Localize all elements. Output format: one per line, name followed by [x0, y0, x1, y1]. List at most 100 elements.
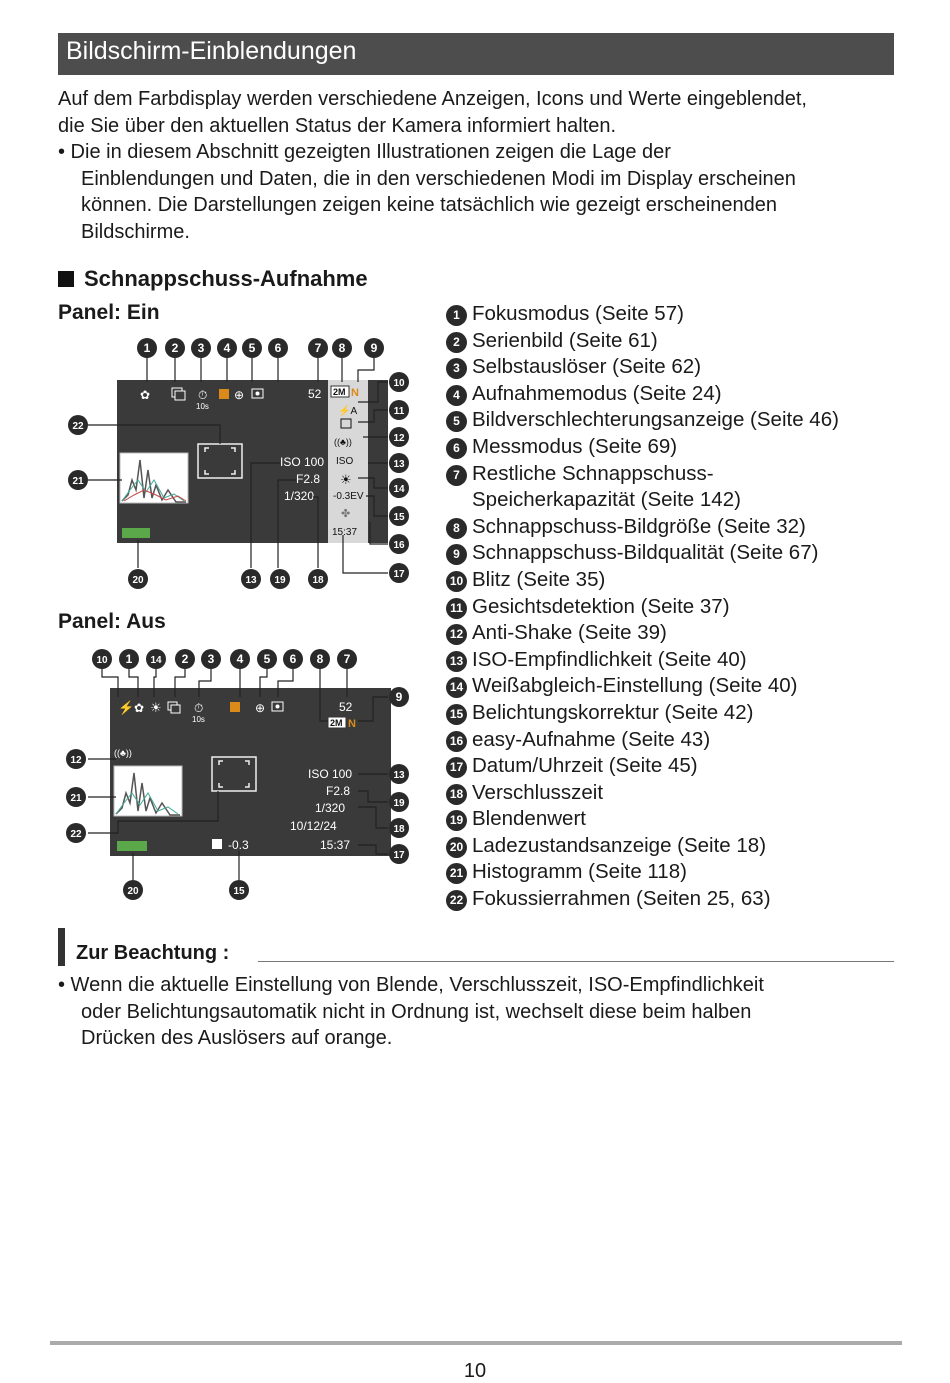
svg-text:7: 7 [344, 652, 351, 666]
section-header: Bildschirm-Einblendungen [58, 33, 894, 75]
legend-item-continuation: Speicherkapazität (Seite 142) [472, 488, 741, 512]
legend-text: Blitz (Seite 35) [472, 567, 606, 591]
white-balance-icon: ☀ [340, 472, 352, 487]
svg-text:19: 19 [393, 798, 405, 809]
number-badge-icon: 3 [446, 358, 467, 380]
number-badge-icon: 17 [446, 757, 467, 779]
number-badge-icon: 11 [446, 597, 467, 619]
focus-frame [211, 756, 257, 792]
legend-text: Serienbild (Seite 61) [472, 328, 658, 352]
self-timer-icon: ⏱ [198, 388, 207, 402]
note-line: oder Belichtungsautomatik nicht in Ordnu… [81, 1000, 752, 1023]
svg-text:11: 11 [394, 406, 405, 417]
flash-icon: ⚡ [118, 700, 134, 716]
time-value: 15:37 [320, 838, 350, 852]
number-badge-icon: 12 [446, 624, 467, 646]
svg-text:22: 22 [72, 421, 84, 432]
svg-text:12: 12 [70, 755, 82, 766]
svg-text:13: 13 [393, 459, 405, 470]
svg-text:2: 2 [172, 341, 179, 355]
legend-text: Gesichtsdetektion (Seite 37) [472, 594, 730, 618]
metering-icon [271, 701, 284, 712]
legend-text: Datum/Uhrzeit (Seite 45) [472, 754, 698, 778]
anti-shake-icon: ((♣)) [334, 437, 352, 447]
recording-mode-icon [219, 389, 229, 399]
white-balance-icon: ☀ [150, 700, 162, 715]
legend-text: Schnappschuss-Bildgröße (Seite 32) [472, 514, 806, 538]
battery-icon [122, 528, 150, 538]
svg-text:8: 8 [317, 652, 324, 666]
time-value: 15:37 [332, 527, 357, 538]
svg-text:5: 5 [249, 341, 256, 355]
legend-text: Fokusmodus (Seite 57) [472, 302, 684, 325]
number-badge-icon: 16 [446, 730, 467, 752]
svg-text:20: 20 [127, 886, 139, 897]
svg-text:13: 13 [245, 575, 257, 586]
number-badge-icon: 21 [446, 863, 467, 885]
ev-value: -0.3EV [333, 491, 364, 502]
image-quality-icon: N [348, 718, 356, 730]
svg-text:6: 6 [290, 652, 297, 666]
note-divider [258, 961, 894, 962]
svg-text:19: 19 [274, 575, 286, 586]
legend-text: Selbstauslöser (Seite 62) [472, 355, 702, 379]
number-badge-icon: 4 [446, 384, 467, 406]
continuous-shot-icon [174, 390, 186, 401]
panel-off-title: Panel: Aus [58, 610, 166, 633]
svg-text:20: 20 [132, 575, 144, 586]
number-badge-icon: 15 [446, 703, 467, 725]
iso-value: ISO 100 [308, 767, 352, 781]
aperture-value: F2.8 [296, 472, 320, 486]
legend-text: Fokussierrahmen (Seiten 25, 63) [472, 887, 771, 911]
svg-text:2: 2 [182, 652, 189, 666]
intro-line: die Sie über den aktuellen Status der Ka… [58, 114, 617, 137]
svg-text:10: 10 [393, 378, 405, 389]
number-badge-icon: 10 [446, 570, 467, 592]
svg-text:9: 9 [396, 690, 403, 704]
legend-text: Aufnahmemodus (Seite 24) [472, 381, 722, 405]
metering-icon [251, 388, 264, 399]
intro-line: Einblendungen und Daten, die in den vers… [81, 167, 796, 190]
legend-text: Schnappschuss-Bildqualität (Seite 67) [472, 541, 819, 565]
svg-text:6: 6 [275, 341, 282, 355]
iso-icon: ISO [336, 456, 353, 467]
number-badge-icon: 5 [446, 411, 467, 433]
svg-text:13: 13 [393, 770, 405, 781]
panel-on-diagram: ✿ ⏱ 10s ⊕ 52 2M N ⚡A ((♣)) ISO ☀ -0.3EV … [68, 338, 409, 589]
page-title: Bildschirm-Einblendungen [66, 37, 357, 65]
remaining-shots: 52 [339, 700, 353, 714]
svg-text:21: 21 [70, 793, 82, 804]
svg-text:1: 1 [126, 652, 133, 666]
focus-mode-icon: ✿ [134, 701, 144, 715]
panel-off-diagram: ⚡ ✿ ☀ ⏱ 10s ⊕ 52 2M N ((♣)) ISO 100 F2.8… [66, 649, 409, 900]
svg-text:8: 8 [339, 341, 346, 355]
iso-value: ISO 100 [280, 455, 324, 469]
ev-icon [212, 839, 222, 849]
number-badge-icon: 1 [446, 305, 467, 326]
number-badge-icon: 18 [446, 783, 467, 805]
legend-text: Belichtungskorrektur (Seite 42) [472, 700, 754, 724]
section-title-text: Schnappschuss-Aufnahme [84, 266, 368, 291]
zoom-degradation-icon: ⊕ [234, 388, 244, 402]
svg-text:18: 18 [312, 575, 324, 586]
svg-text:4: 4 [237, 652, 244, 666]
legend-text: Verschlusszeit [472, 780, 604, 804]
svg-text:4: 4 [224, 341, 231, 355]
number-badge-icon: 19 [446, 810, 467, 832]
svg-text:22: 22 [70, 829, 82, 840]
square-bullet-icon [58, 271, 74, 287]
panel-on-title: Panel: Ein [58, 301, 160, 324]
svg-text:10: 10 [96, 655, 108, 666]
